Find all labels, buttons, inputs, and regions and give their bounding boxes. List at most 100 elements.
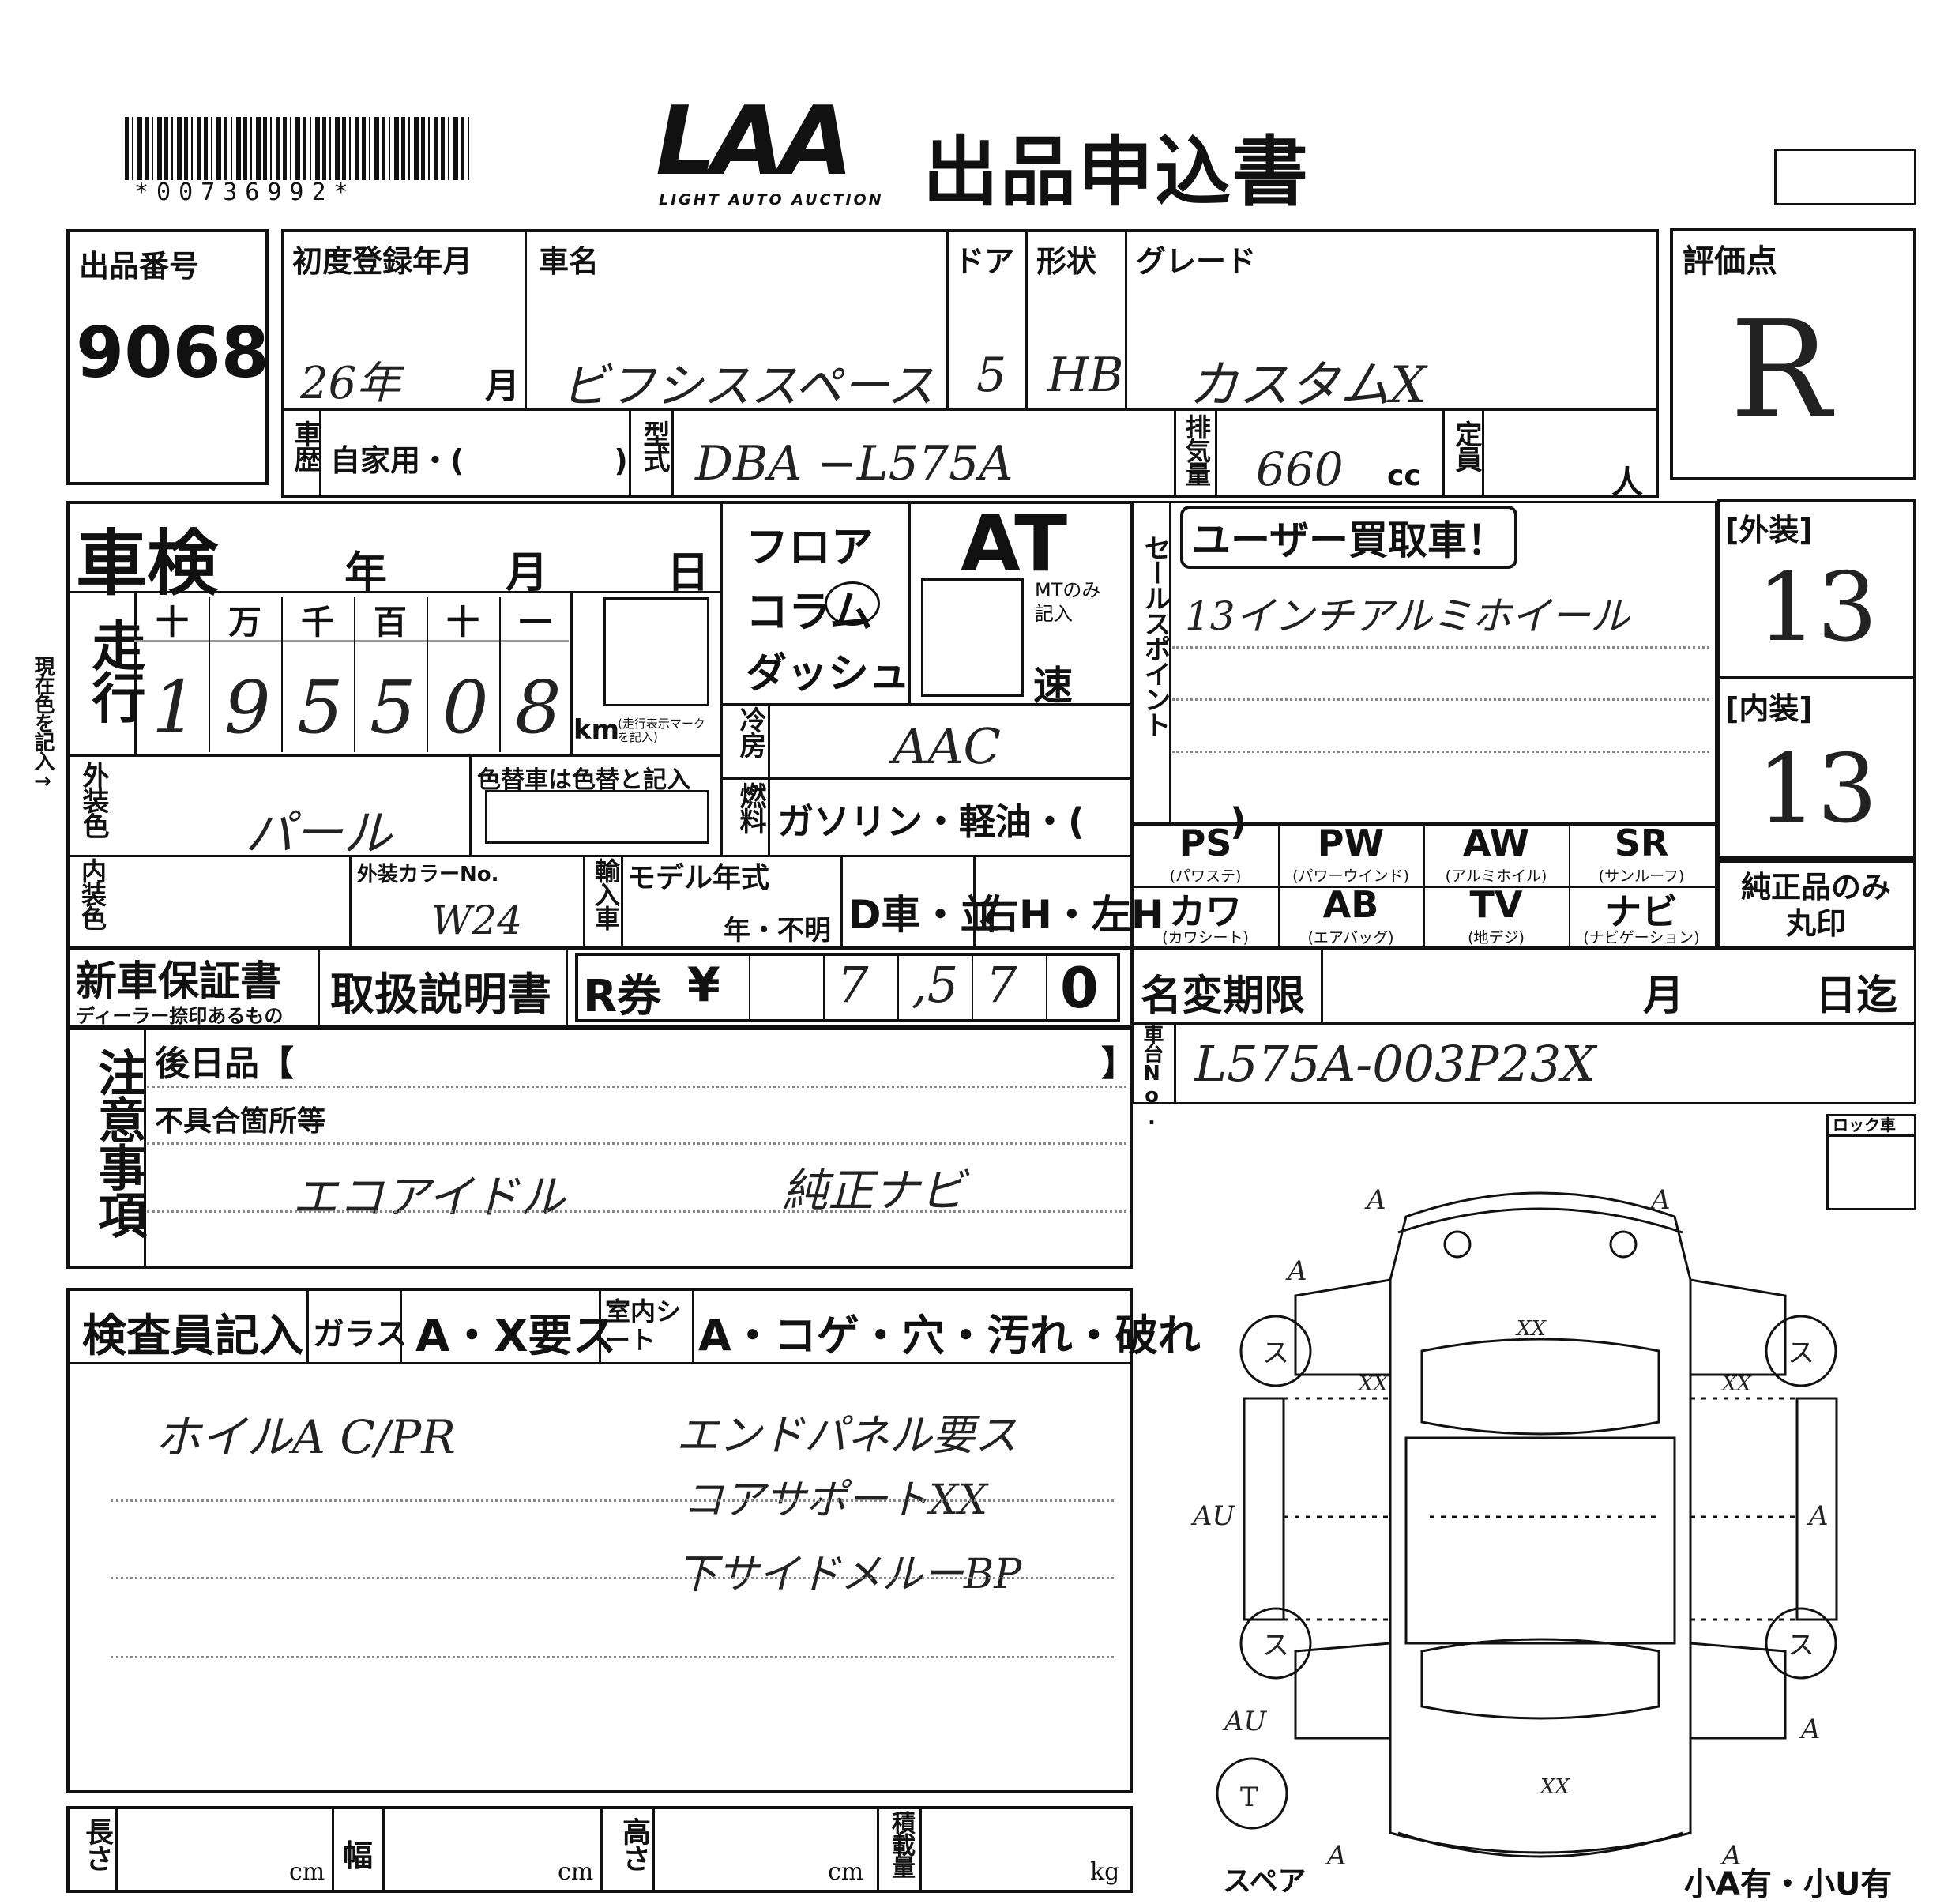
car-name: ビフシススペース (561, 359, 934, 414)
later-items-close: 】 (1101, 1044, 1136, 1084)
width-label: 幅 (343, 1838, 374, 1873)
model-label: 型式 (638, 420, 670, 471)
glass-value: A・X要ス (415, 1311, 617, 1362)
interior-color-label: 内装色 (77, 858, 107, 929)
width-unit: cm (558, 1858, 594, 1886)
chassis-value: L575A-003P23X (1194, 1035, 1596, 1093)
lot-box (66, 229, 269, 485)
mileage-digit-label: 十 (155, 603, 189, 642)
equipment-sub: (ナビゲーション) (1583, 929, 1700, 946)
fuel-label: 燃料 (735, 782, 766, 833)
front-bumper (1397, 1207, 1683, 1234)
equipment-code: ナビ (1605, 890, 1678, 933)
svg-text:A: A (1364, 1184, 1386, 1216)
notes-label: 注意事項 (89, 1048, 147, 1237)
column-circle-mark (825, 581, 880, 626)
wheel-front-left (1239, 1315, 1312, 1387)
mileage-unit-note: (走行表示マーク を記入) (618, 717, 705, 744)
lock-box (1826, 1114, 1916, 1210)
equipment-sub: (地デジ) (1468, 929, 1525, 946)
shape-label: 形状 (1036, 244, 1097, 279)
interior-grade-label: [内装] (1725, 691, 1813, 726)
top-right-empty-box (1774, 149, 1916, 205)
svg-text:AU: AU (1190, 1500, 1236, 1532)
inspector-line1-left: ホイルA C/PR (155, 1410, 456, 1464)
rear-window (1420, 1638, 1660, 1720)
shift-floor: フロア (746, 522, 874, 572)
displacement-label: 排気量 (1182, 414, 1212, 485)
equipment-code: AB (1322, 883, 1379, 926)
svg-text:A: A (1649, 1184, 1671, 1216)
equipment-code: SR (1614, 822, 1669, 864)
lot-number: 9068 (76, 312, 269, 393)
left-front-fender (1294, 1278, 1391, 1376)
lot-label: 出品番号 (79, 249, 200, 284)
load-unit: kg (1090, 1858, 1120, 1886)
mileage-unit: km (573, 714, 620, 746)
aircon-value: AAC (893, 717, 1001, 775)
d-car: D車・並 (848, 892, 1000, 938)
equipment-code: AW (1462, 822, 1530, 864)
lock-label: ロック車 (1833, 1116, 1896, 1134)
svg-text:XX: XX (1720, 1372, 1753, 1396)
headlight-left (1443, 1230, 1472, 1259)
mileage-digit: 1 (152, 665, 198, 750)
door-label: ドア (954, 244, 1015, 279)
right-front-fender (1690, 1278, 1787, 1376)
equipment-code: PS (1179, 822, 1232, 864)
equipment-code: PW (1317, 822, 1385, 864)
inspector-line1-right: エンドパネル要ス (676, 1410, 1017, 1460)
mileage-label: 走行 (82, 618, 145, 722)
manual-label: 取扱説明書 (330, 969, 551, 1021)
ticket-box (575, 953, 1120, 1022)
exterior-color-label: 外装色 (77, 762, 109, 837)
mileage-mark-box (603, 597, 709, 706)
later-items-label: 後日品【 (155, 1044, 294, 1084)
form-title: 出品申込書 (923, 128, 1310, 216)
sales-point-label: セールスポイント (1139, 534, 1171, 736)
equipment-sub: (アルミホイル) (1445, 867, 1547, 885)
svg-text:XX: XX (1539, 1775, 1571, 1799)
history-label: 車歴 (289, 420, 321, 471)
mileage-digit: 5 (370, 665, 416, 750)
inspector-line2: コアサポートXX (682, 1477, 988, 1524)
shape-value: HB (1047, 348, 1124, 403)
svg-text:A: A (1720, 1840, 1742, 1872)
equipment-code: カワ (1169, 890, 1242, 933)
equipment-sub: (サンルーフ) (1598, 867, 1685, 885)
wheel-rear-left (1239, 1607, 1312, 1680)
equipment-sub: (パワーウインド) (1292, 867, 1409, 885)
repaint-note: 色替車は色替と記入 (477, 766, 690, 794)
capacity-unit: 人 (1611, 465, 1643, 501)
mileage-side-note: 現在色を記入→ (31, 656, 55, 792)
mileage-digit-label: 一 (518, 603, 552, 642)
shift-speed: 速 (1033, 663, 1073, 709)
shift-type: AT (961, 499, 1068, 589)
ticket-amount-digit: 0 (1060, 956, 1099, 1021)
mileage-digit-label: 百 (373, 603, 407, 642)
ticket-amount-digit: 7 (986, 956, 1017, 1014)
svg-text:XX: XX (1357, 1372, 1389, 1396)
color-no-label: 外装カラーNo. (357, 863, 499, 886)
mileage-digit: 5 (297, 665, 344, 750)
wheel-mark-rl: ス (1262, 1630, 1289, 1661)
svg-text:A: A (1285, 1255, 1307, 1287)
grade-label: グレード (1136, 244, 1257, 279)
shaken-month: 月 (506, 547, 548, 597)
import-label: 輸入車 (591, 858, 621, 929)
sales-point-badge: ユーザー買取車！ (1180, 506, 1517, 569)
rear-bumper (1397, 1831, 1683, 1858)
aircon-label: 冷房 (735, 706, 766, 757)
ticket-amount-digit: ,5 (912, 956, 959, 1014)
mileage-digit: 8 (515, 665, 562, 750)
first-reg-month-label: 月 (485, 366, 520, 406)
warranty-label: 新車保証書 (76, 958, 282, 1006)
mileage-digit: 9 (224, 665, 271, 750)
mt-note: MTのみ 記入 (1035, 579, 1101, 625)
repaint-box (485, 790, 709, 844)
svg-text:AU: AU (1222, 1706, 1268, 1737)
wheel-mark-fl: ス (1262, 1338, 1289, 1369)
left-sill (1243, 1397, 1285, 1621)
mt-box (921, 578, 1024, 697)
